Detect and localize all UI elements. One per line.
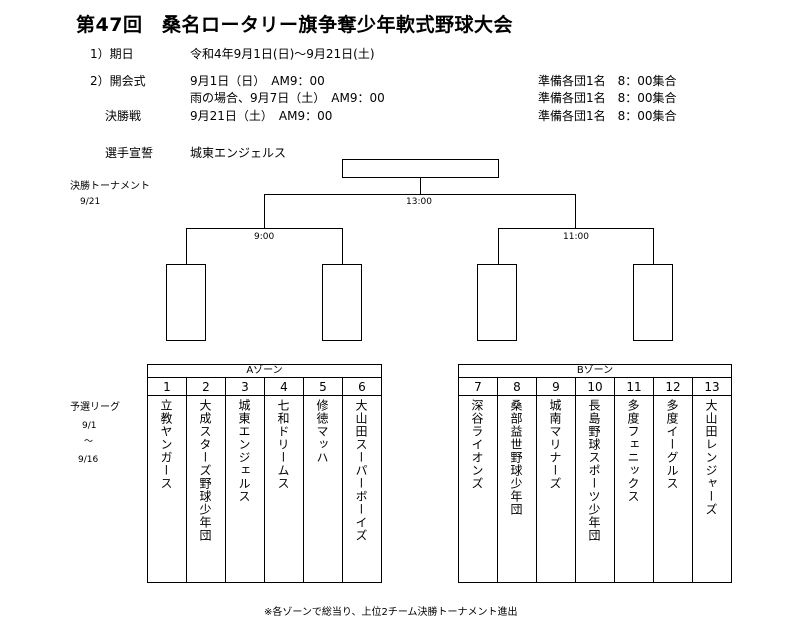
team-number: 11 — [626, 380, 642, 394]
team-name: 七和ドリームス — [276, 399, 290, 490]
zone-a-title: Aゾーン — [246, 365, 283, 376]
period-value: 令和4年9月1日(日)～9月21日(土) — [190, 47, 375, 61]
opening-label: 2）開会式 — [90, 74, 146, 88]
oath-value: 城東エンジェルス — [190, 146, 287, 160]
team-number: 4 — [280, 380, 288, 394]
qualifier-box-b2 — [633, 264, 673, 341]
final-time: 13:00 — [406, 197, 432, 207]
opening-line-1: 9月1日（日） AM9：00 — [190, 74, 325, 88]
qualifier-box-a2 — [322, 264, 362, 341]
team-number: 2 — [202, 380, 210, 394]
league-date-start: 9/1 — [82, 421, 97, 431]
page-title: 第47回 桑名ロータリー旗争奪少年軟式野球大会 — [76, 14, 513, 36]
champion-box — [342, 159, 499, 178]
team-name: 大成スターズ野球少年団 — [198, 399, 212, 542]
oath-label: 選手宣誓 — [105, 146, 154, 160]
team-number: 8 — [513, 380, 521, 394]
qualifier-box-b1 — [477, 264, 517, 341]
team-number: 12 — [665, 380, 681, 394]
prep-note-2: 準備各団1名 8：00集合 — [538, 91, 677, 105]
team-number: 3 — [241, 380, 249, 394]
bracket-date: 9/21 — [80, 197, 101, 207]
zone-b-title: Bゾーン — [576, 365, 614, 376]
team-number: 10 — [587, 380, 603, 394]
semi-left-time: 9:00 — [254, 232, 275, 242]
team-number: 13 — [704, 380, 720, 394]
team-name: 大山田レンジャーズ — [704, 399, 718, 516]
opening-line-2: 雨の場合、9月7日（土） AM9：00 — [190, 91, 385, 105]
team-number: 1 — [163, 380, 171, 394]
league-date-end: 9/16 — [78, 455, 99, 465]
final-value: 9月21日（土） AM9：00 — [190, 109, 333, 123]
prep-note-3: 準備各団1名 8：00集合 — [538, 109, 677, 123]
team-name: 城南マリナーズ — [548, 399, 562, 490]
footnote: ※各ゾーンで総当り、上位2チーム決勝トーナメント進出 — [264, 607, 518, 618]
team-number: 7 — [474, 380, 482, 394]
team-number: 6 — [358, 380, 366, 394]
league-label: 予選リーグ — [70, 402, 120, 413]
team-name: 城東エンジェルス — [237, 399, 251, 503]
team-name: 修徳マッハ — [315, 399, 329, 464]
team-name: 深谷ライオンズ — [470, 399, 484, 490]
period-label: 1）期日 — [90, 47, 134, 61]
semi-right-time: 11:00 — [563, 232, 589, 242]
team-number: 5 — [319, 380, 327, 394]
team-name: 桑部益世野球少年団 — [509, 399, 523, 516]
qualifier-box-a1 — [166, 264, 206, 341]
prep-note-1: 準備各団1名 8：00集合 — [538, 74, 677, 88]
team-number: 9 — [552, 380, 560, 394]
team-name: 多度イーグルス — [665, 399, 679, 490]
league-date-sep: ～ — [84, 437, 94, 447]
final-label: 決勝戦 — [105, 109, 142, 123]
team-name: 大山田スーパーボーイズ — [354, 399, 368, 542]
bracket-label: 決勝トーナメント — [70, 181, 150, 192]
team-name: 立教ヤンガース — [159, 399, 173, 490]
team-name: 長島野球スポーツ少年団 — [587, 399, 601, 542]
team-name: 多度フェニックス — [626, 399, 640, 503]
